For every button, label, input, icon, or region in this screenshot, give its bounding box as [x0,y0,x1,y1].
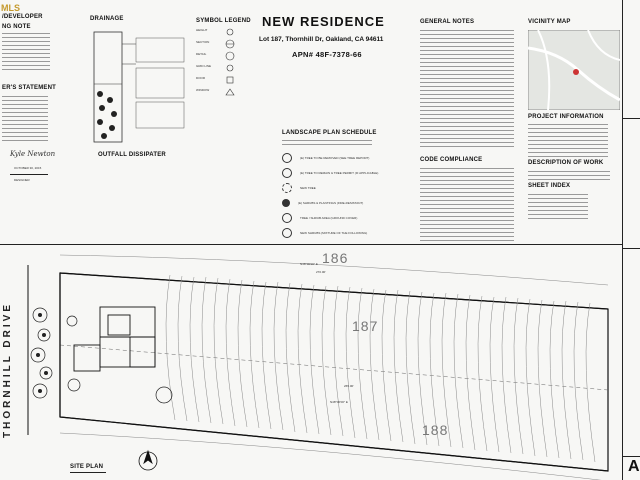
code-compliance-heading: CODE COMPLIANCE [420,157,483,163]
dimension-bottom: 265.00' [344,384,354,388]
designer-label: DESIGNER [14,178,30,182]
legend-item: WINDOW [196,88,210,92]
sheet-number: A [628,458,640,475]
right-block-divider [622,248,640,249]
apn-number: APN# 48F-7378-66 [292,50,362,59]
project-title: NEW RESIDENCE [262,14,385,29]
project-info-heading: PROJECT INFORMATION [528,114,604,120]
vicinity-map [528,30,620,110]
description-heading: DESCRIPTION OF WORK [528,160,604,166]
project-info-lines [528,124,608,160]
signature-line [10,174,48,175]
legend-item: HEIGHT [196,28,208,32]
landscape-item-label: (E) SHRUBS & PLANTINGS (FIRE-RESISTANT) [298,200,364,205]
legend-item: DETAIL [196,52,207,56]
outfall-label: OUTFALL DISSIPATER [98,152,166,158]
landscape-item-label: NEW TREE [300,185,316,190]
landscape-item-label: NEW SHRUBS (MIXTURE OF THE FOLLOWING) [300,230,368,235]
vicinity-map-heading: VICINITY MAP [528,19,571,25]
landscape-item: TREE / SHRUB AREA (GROUND COVER) [282,210,392,225]
drainage-heading: DRAINAGE [90,16,124,22]
notice-heading: NG NOTE [2,24,31,30]
landscape-item-label: TREE / SHRUB AREA (GROUND COVER) [300,215,358,220]
site-plan-separator [0,244,622,245]
landscape-item-label: (E) TREE TO BE REMOVED (SEE TREE REPORT) [300,155,370,160]
right-block-divider [622,118,640,119]
site-plan-label-underline [70,472,106,473]
landscape-item: (E) TREE TO BE REMOVED (SEE TREE REPORT) [282,150,392,165]
logo-text: MLS [1,3,20,13]
site-plan-label: SITE PLAN [70,464,104,470]
bearing-bottom: N48°00'00" E [330,400,348,404]
lot-number-186: 186 [322,250,349,266]
legend-item: GRID LINE [196,64,212,68]
landscape-item: NEW TREE [282,180,392,195]
landscape-schedule-list: (E) TREE TO BE REMOVED (SEE TREE REPORT)… [282,150,392,240]
signature: Kyle Newton [10,150,56,158]
general-notes-heading: GENERAL NOTES [420,19,475,25]
landscape-intro-lines [282,140,372,148]
notice-text-lines [2,33,50,73]
right-border-line [622,0,623,480]
new-shrubs-symbol [282,227,292,238]
legend-item: DOOR [196,76,205,80]
landscape-item: (E) SHRUBS & PLANTINGS (FIRE-RESISTANT) [282,195,392,210]
drainage-detail-drawing [93,31,185,143]
lot-number-188: 188 [422,422,449,438]
dimension-top: 270.00' [316,270,326,274]
landscape-item: (E) TREE TO REMAIN & TREE PERMIT (IF APP… [282,165,392,180]
site-plan-drawing [27,254,609,480]
statement-text-lines [2,96,48,144]
right-block-divider [622,456,640,457]
landscape-heading: LANDSCAPE PLAN SCHEDULE [282,130,377,136]
ground-cover-symbol [282,212,292,223]
landscape-item: NEW SHRUBS (MIXTURE OF THE FOLLOWING) [282,225,392,240]
bearing-top: N48°00'00" E [300,262,318,266]
mls-logo: MLS [1,3,20,13]
developer-heading: /DEVELOPER [2,14,43,20]
sheet-index-lines [528,194,588,222]
legend-item: SECTION [196,40,210,44]
date-label: OCTOBER 30, 2015 [14,166,42,170]
project-address: Lot 187, Thornhill Dr, Oakland, CA 94611 [259,36,384,43]
tree-remain-symbol [282,167,292,178]
legend-symbols [225,28,235,96]
landscape-item-label: (E) TREE TO REMAIN & TREE PERMIT (IF APP… [300,170,379,175]
statement-heading: ER'S STATEMENT [2,85,57,91]
general-notes-lines [420,30,514,150]
description-lines [528,171,610,183]
tree-remove-symbol [282,152,292,163]
street-name: THORNHILL DRIVE [2,302,13,438]
sheet-index-heading: SHEET INDEX [528,183,571,189]
new-tree-symbol [282,182,292,193]
symbol-legend-list: HEIGHT SECTION DETAIL GRID LINE DOOR WIN… [196,28,254,100]
symbol-legend-heading: SYMBOL LEGEND [196,18,251,24]
code-compliance-lines [420,168,514,248]
lot-number-187: 187 [352,318,379,334]
shrub-symbol [282,198,290,207]
